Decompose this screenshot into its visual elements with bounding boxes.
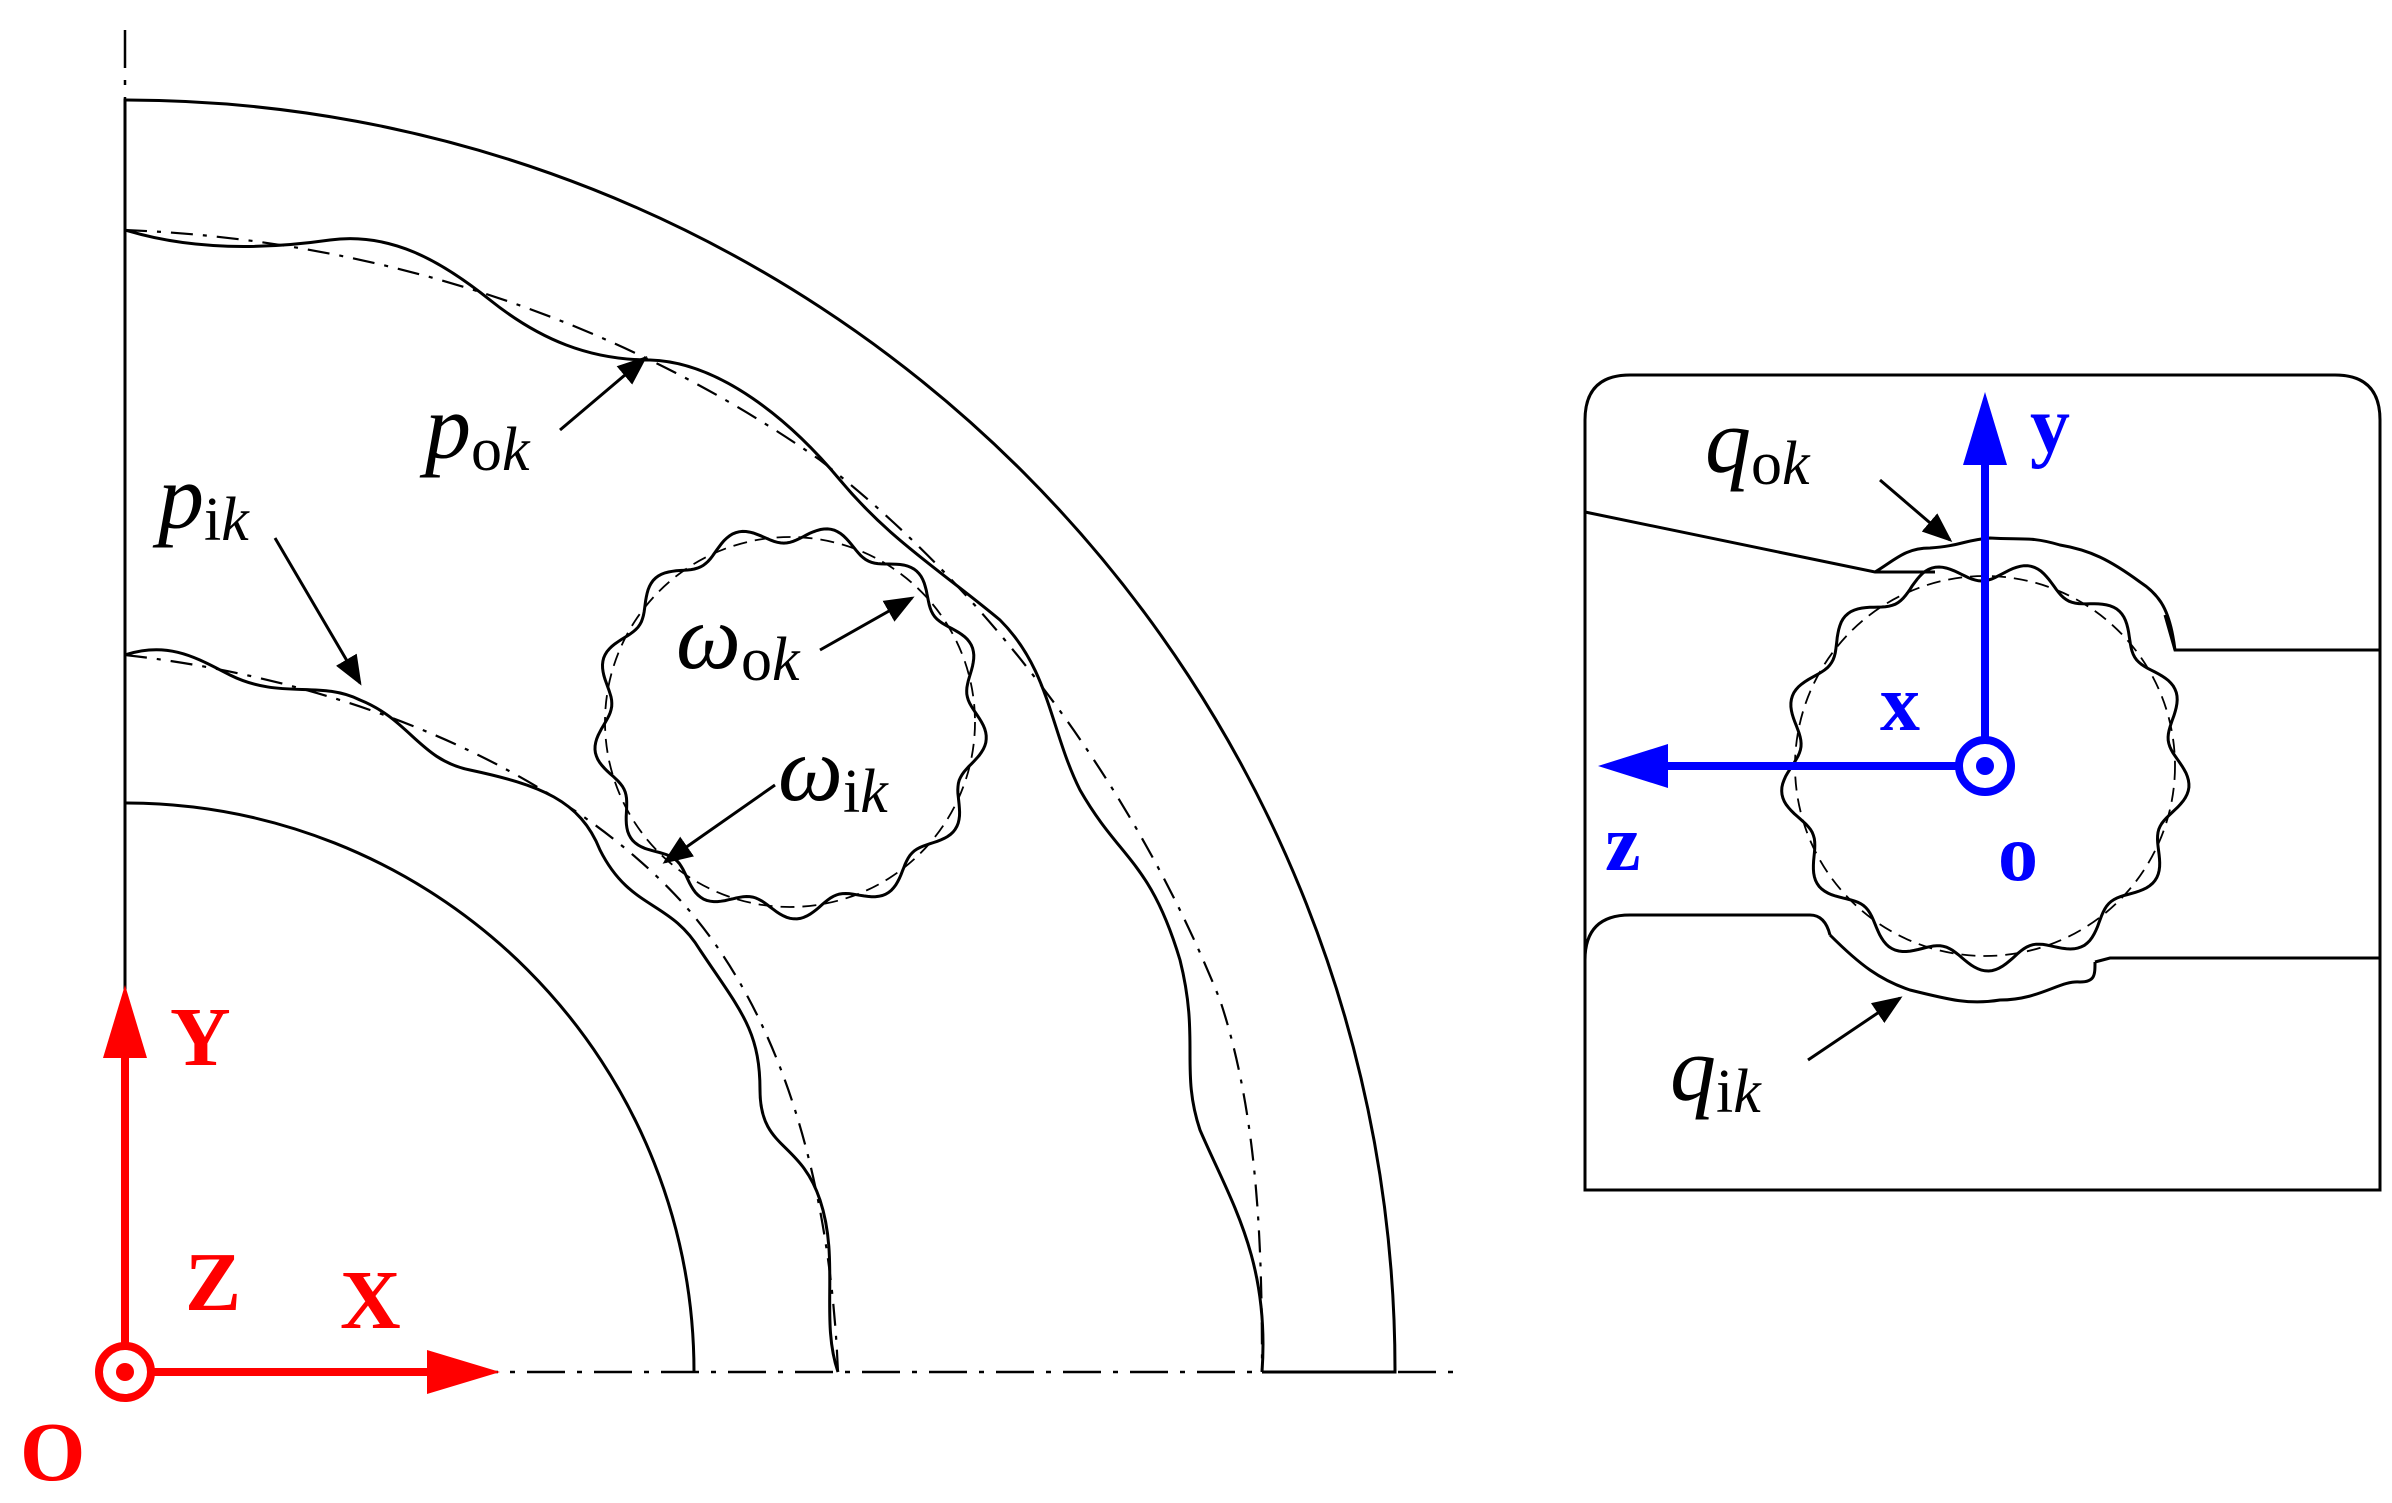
outer-raceway-nominal [124,228,1264,1373]
outer-ring-shoulder [2163,614,2380,652]
global-origin-label: O [20,1406,85,1498]
frame-outline [1583,373,2382,1192]
label-p-ok: pok [419,376,531,484]
local-origin-label: o [1998,810,2038,898]
local-z-label: z [1605,800,1641,888]
inner-ring-profile [1583,913,1832,961]
label-omega-ok: ωok [676,586,801,694]
inner-ring-bore-arc [124,801,696,1373]
local-y-arrowhead [1963,392,2007,465]
q-ik-leader [1807,996,1903,1062]
label-omega-ik: ωik [778,718,889,826]
global-z-label: Z [185,1236,241,1329]
global-x-arrowhead [427,1350,500,1394]
outer-contact-wavy [1874,536,2177,651]
local-coordinate-system: y x z o [1598,382,2070,898]
inner-raceway-actual [124,648,840,1373]
outer-ring-outer-arc [123,98,1397,1374]
p-ik-leader [273,537,362,686]
local-y-label: y [2030,382,2070,470]
rolling-element-nominal [604,536,976,908]
local-x-label: x [1880,660,1920,748]
omega-ik-leader [662,783,776,864]
right-axial-view [1583,373,2382,1192]
omega-ok-leader [819,596,915,652]
local-z-arrowhead [1598,744,1668,788]
global-y-arrowhead [103,985,147,1058]
left-section-view [123,30,1465,1374]
label-p-ik: pik [152,446,250,554]
q-ok-leader [1879,478,1953,542]
local-x-dot-icon [1976,757,1994,775]
inner-raceway-nominal [124,653,840,1373]
inner-contact-wavy [1828,933,2097,1004]
outer-raceway-actual [124,228,1265,1373]
label-q-ik: qik [1670,1018,1762,1126]
p-ok-leader [559,356,648,432]
global-z-dot-icon [116,1363,134,1381]
outer-ring-profile [1584,510,1935,574]
global-coordinate-system: Y Z X O [20,985,500,1499]
inner-ring-shoulder [2094,956,2380,964]
global-x-label: X [340,1254,401,1347]
global-y-label: Y [170,991,231,1084]
label-q-ok: qok [1705,390,1811,498]
